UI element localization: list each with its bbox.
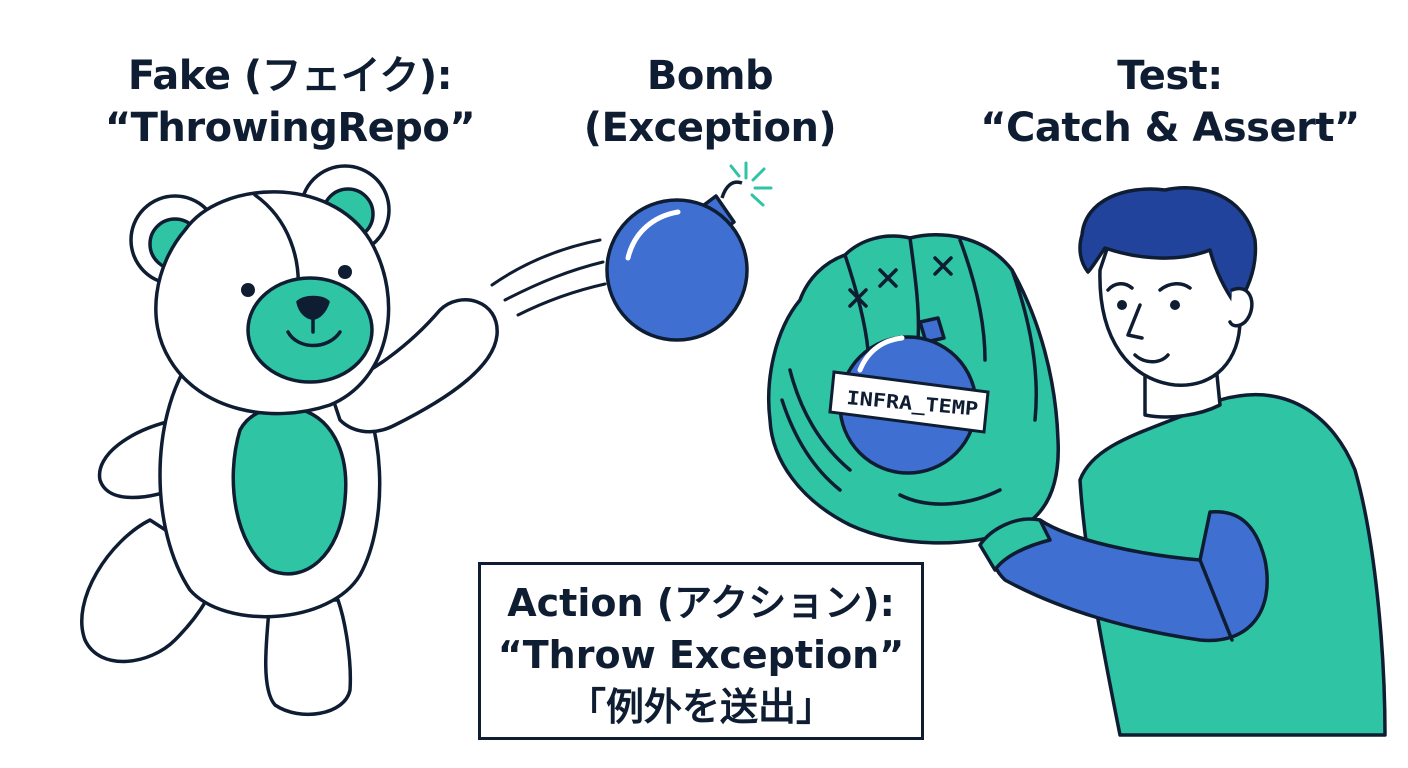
action-box: Action (アクション): “Throw Exception” 「例外を送出… [478, 562, 924, 740]
action-line2: “Throw Exception” [497, 633, 905, 677]
spark-icon [729, 161, 773, 207]
test-heading: Test: “Catch & Assert” [950, 50, 1390, 154]
teddy-bear-icon [80, 164, 499, 717]
bomb-tag: INFRA_TEMP [828, 370, 990, 434]
fake-heading-line2: “ThrowingRepo” [104, 105, 476, 151]
person-icon [990, 186, 1387, 737]
action-line1: Action (アクション): [507, 581, 895, 625]
bomb-heading: Bomb (Exception) [520, 50, 900, 154]
test-heading-line1: Test: [1117, 53, 1223, 99]
fake-heading: Fake (フェイク): “ThrowingRepo” [60, 50, 520, 154]
action-line3: 「例外を送出」 [567, 685, 834, 729]
bomb-heading-line1: Bomb [646, 53, 774, 99]
test-heading-line2: “Catch & Assert” [980, 105, 1360, 151]
motion-lines [490, 238, 607, 317]
bomb-icon [605, 180, 749, 342]
fake-heading-line1: Fake (フェイク): [127, 53, 453, 99]
bomb-heading-line2: (Exception) [583, 105, 837, 151]
